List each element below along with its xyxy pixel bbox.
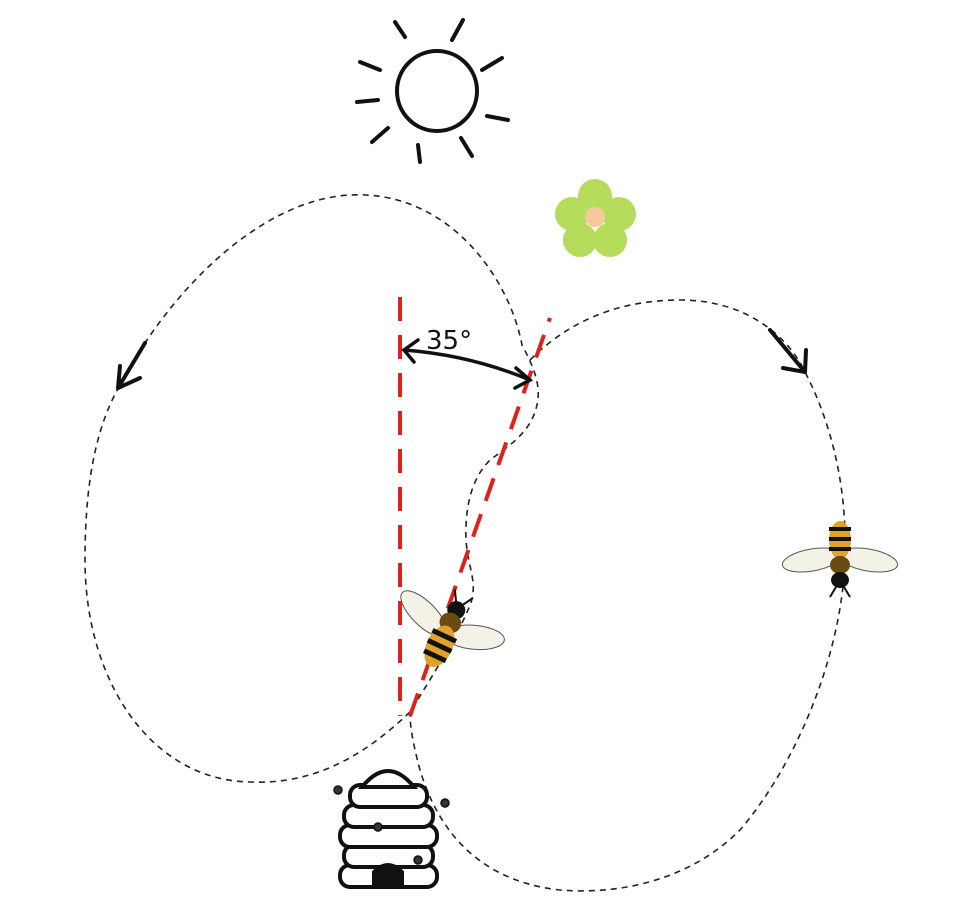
flower-icon — [555, 179, 636, 257]
angle-label: 35° — [426, 326, 473, 356]
bee-icon — [781, 521, 899, 598]
flower-direction-line — [408, 317, 552, 717]
right-return-loop — [409, 299, 846, 892]
bee-icon — [400, 589, 505, 667]
angle-arc-arrow — [401, 338, 534, 390]
left-loop-arrow-icon — [116, 341, 147, 390]
left-return-loop — [84, 194, 540, 783]
sun-icon — [355, 18, 510, 164]
right-loop-arrow-icon — [768, 328, 808, 374]
beehive-icon — [333, 769, 450, 889]
